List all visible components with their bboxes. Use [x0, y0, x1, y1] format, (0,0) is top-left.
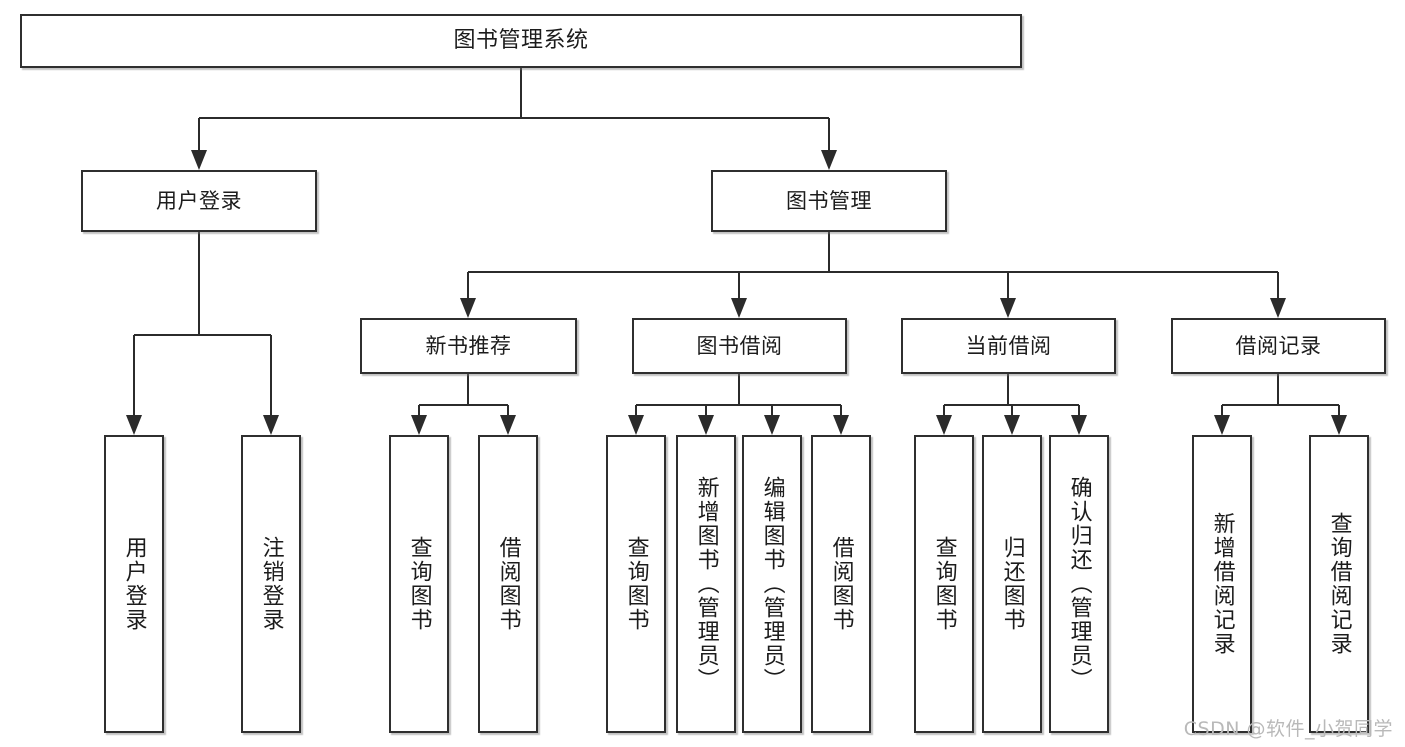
arrow-book-manage: [821, 150, 837, 170]
node-leaf-cb-return[interactable]: 归还图书: [982, 435, 1042, 733]
node-current-borrow-label: 当前借阅: [965, 333, 1052, 358]
node-leaf-cb-confirm-label: 确认归还（管理员）: [1066, 476, 1092, 692]
node-leaf-rec-borrow-label: 借阅图书: [495, 536, 521, 632]
arrow-current-borrow: [1000, 298, 1016, 318]
node-leaf-br-query-label: 查询借阅记录: [1326, 512, 1352, 656]
arrow-leaf-br-query: [1331, 415, 1347, 435]
arrow-leaf-bb-borrow: [833, 415, 849, 435]
node-leaf-cb-query[interactable]: 查询图书: [914, 435, 974, 733]
arrow-leaf-rec-borrow: [500, 415, 516, 435]
arrow-user-login: [191, 150, 207, 170]
node-borrow-record[interactable]: 借阅记录: [1171, 318, 1386, 374]
arrow-leaf-br-add: [1214, 415, 1230, 435]
node-leaf-user-logout[interactable]: 注销登录: [241, 435, 301, 733]
node-book-borrow-label: 图书借阅: [696, 333, 783, 358]
node-leaf-user-logout-label: 注销登录: [258, 536, 284, 632]
arrow-leaf-user-login: [126, 415, 142, 435]
arrow-leaf-cb-return: [1004, 415, 1020, 435]
node-leaf-bb-borrow-label: 借阅图书: [828, 536, 854, 632]
node-leaf-cb-return-label: 归还图书: [999, 536, 1025, 632]
node-leaf-bb-query-label: 查询图书: [623, 536, 649, 632]
node-leaf-bb-add[interactable]: 新增图书（管理员）: [676, 435, 736, 733]
node-leaf-bb-edit-label: 编辑图书（管理员）: [759, 476, 785, 692]
node-leaf-cb-query-label: 查询图书: [931, 536, 957, 632]
arrow-leaf-user-logout: [263, 415, 279, 435]
arrow-leaf-bb-query: [628, 415, 644, 435]
node-user-login-label: 用户登录: [156, 188, 242, 213]
node-current-borrow[interactable]: 当前借阅: [901, 318, 1116, 374]
node-leaf-user-login[interactable]: 用户登录: [104, 435, 164, 733]
arrow-leaf-bb-add: [698, 415, 714, 435]
arrow-book-borrow: [731, 298, 747, 318]
node-leaf-br-add-label: 新增借阅记录: [1209, 512, 1235, 656]
node-book-manage[interactable]: 图书管理: [711, 170, 947, 232]
node-leaf-bb-borrow[interactable]: 借阅图书: [811, 435, 871, 733]
node-root[interactable]: 图书管理系统: [20, 14, 1022, 68]
node-leaf-cb-confirm[interactable]: 确认归还（管理员）: [1049, 435, 1109, 733]
node-leaf-rec-query[interactable]: 查询图书: [389, 435, 449, 733]
node-leaf-bb-query[interactable]: 查询图书: [606, 435, 666, 733]
node-new-book-rec-label: 新书推荐: [425, 333, 512, 358]
watermark: CSDN @软件_小贺同学: [1183, 718, 1393, 740]
node-leaf-bb-edit[interactable]: 编辑图书（管理员）: [742, 435, 802, 733]
node-book-manage-label: 图书管理: [786, 188, 872, 213]
node-leaf-br-add[interactable]: 新增借阅记录: [1192, 435, 1252, 733]
arrow-borrow-record: [1270, 298, 1286, 318]
node-new-book-rec[interactable]: 新书推荐: [360, 318, 577, 374]
arrow-leaf-cb-confirm: [1071, 415, 1087, 435]
arrow-leaf-rec-query: [411, 415, 427, 435]
node-user-login[interactable]: 用户登录: [81, 170, 317, 232]
node-borrow-record-label: 借阅记录: [1235, 333, 1322, 358]
node-book-borrow[interactable]: 图书借阅: [632, 318, 847, 374]
arrow-leaf-cb-query: [936, 415, 952, 435]
node-leaf-br-query[interactable]: 查询借阅记录: [1309, 435, 1369, 733]
node-root-label: 图书管理系统: [453, 28, 589, 54]
arrow-new-book-rec: [460, 298, 476, 318]
node-leaf-user-login-label: 用户登录: [121, 536, 147, 632]
node-leaf-rec-borrow[interactable]: 借阅图书: [478, 435, 538, 733]
node-leaf-rec-query-label: 查询图书: [406, 536, 432, 632]
arrow-leaf-bb-edit: [764, 415, 780, 435]
node-leaf-bb-add-label: 新增图书（管理员）: [693, 476, 719, 692]
